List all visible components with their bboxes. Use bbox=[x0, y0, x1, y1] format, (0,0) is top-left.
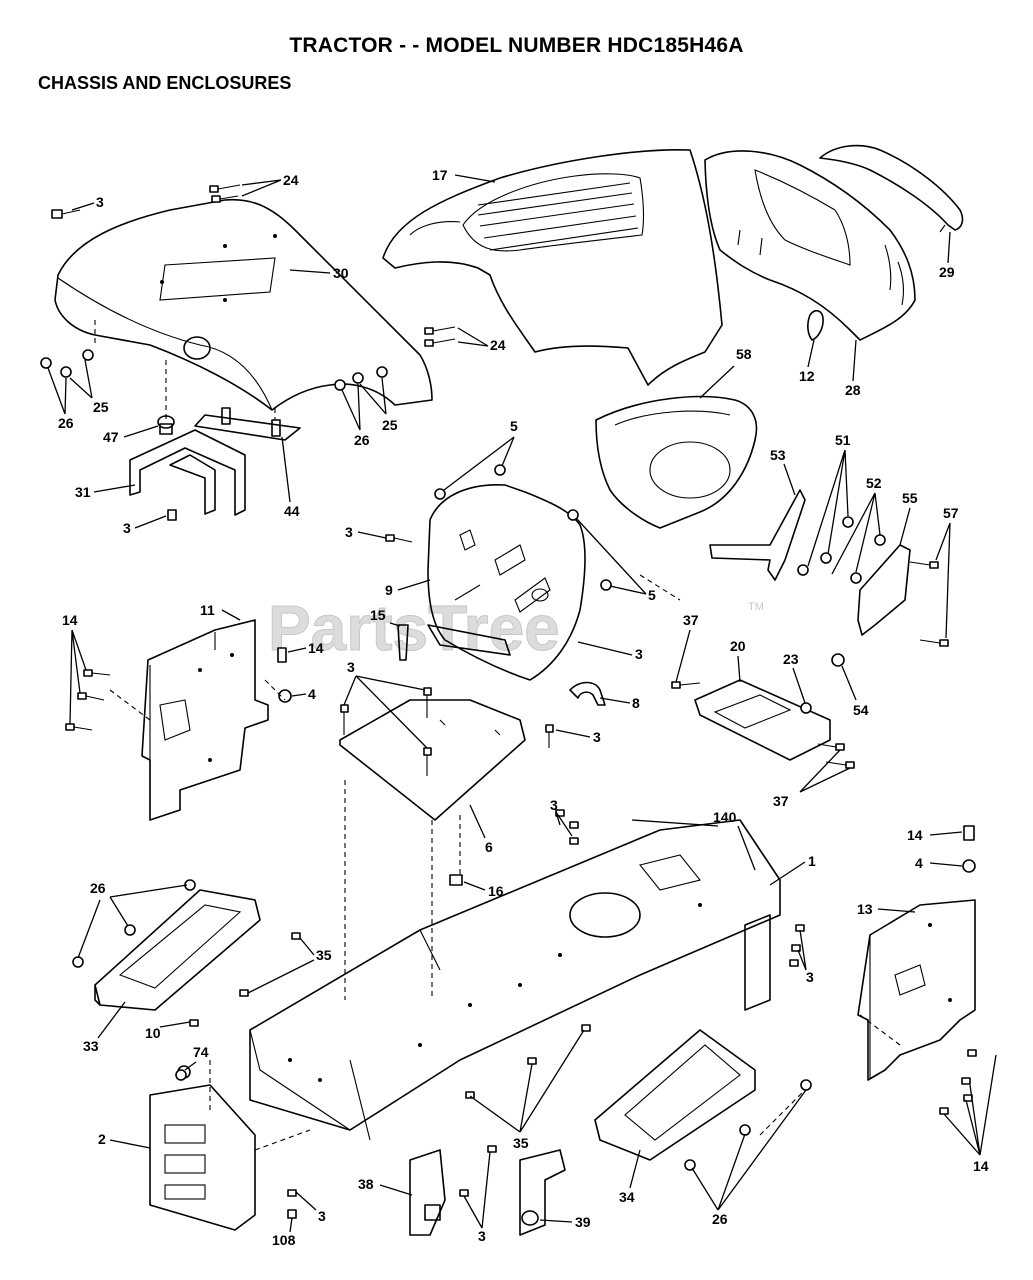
diagram-subtitle: CHASSIS AND ENCLOSURES bbox=[38, 73, 292, 93]
callout-33: 33 bbox=[83, 1038, 99, 1054]
callout-12: 12 bbox=[799, 368, 815, 384]
callout-52: 52 bbox=[866, 475, 882, 491]
callout-3c: 3 bbox=[345, 524, 353, 540]
callout-3g: 3 bbox=[550, 797, 558, 813]
callout-11: 11 bbox=[200, 602, 215, 618]
callout-35: 35 bbox=[316, 947, 332, 963]
callout-13: 13 bbox=[857, 901, 873, 917]
watermark-tm: TM bbox=[748, 601, 764, 613]
callout-53: 53 bbox=[770, 447, 786, 463]
callout-35b: 35 bbox=[513, 1135, 529, 1151]
fasteners bbox=[40, 184, 977, 1219]
callout-14c: 14 bbox=[907, 827, 923, 843]
part-29-trim bbox=[819, 144, 964, 233]
callout-47: 47 bbox=[103, 429, 119, 445]
callout-58: 58 bbox=[736, 346, 752, 362]
callout-44: 44 bbox=[284, 503, 300, 519]
callout-37: 37 bbox=[683, 612, 699, 628]
callout-26: 26 bbox=[58, 415, 74, 431]
callouts: 24 3 30 25 26 47 31 3 44 24 25 26 17 29 … bbox=[47, 167, 997, 1248]
diagram-title: TRACTOR - - MODEL NUMBER HDC185H46A bbox=[289, 34, 744, 57]
callout-26b: 26 bbox=[354, 432, 370, 448]
callout-39: 39 bbox=[575, 1214, 591, 1230]
part-8-clip bbox=[569, 681, 606, 706]
part-15-bolt bbox=[397, 624, 409, 661]
callout-20: 20 bbox=[730, 638, 746, 654]
callout-74: 74 bbox=[193, 1044, 209, 1060]
callout-10: 10 bbox=[145, 1025, 161, 1041]
callout-38: 38 bbox=[358, 1176, 374, 1192]
callout-4: 4 bbox=[308, 686, 316, 702]
callout-3i: 3 bbox=[318, 1208, 326, 1224]
callout-31: 31 bbox=[75, 484, 91, 500]
callout-8: 8 bbox=[632, 695, 640, 711]
callout-4b: 4 bbox=[915, 855, 923, 871]
part-58-shield bbox=[595, 395, 758, 529]
callout-14: 14 bbox=[308, 640, 324, 656]
callout-3e: 3 bbox=[347, 659, 355, 675]
callout-16: 16 bbox=[488, 883, 504, 899]
part-11-side-panel bbox=[141, 619, 269, 821]
callout-23: 23 bbox=[783, 651, 799, 667]
callout-3: 3 bbox=[96, 194, 104, 210]
callout-3h: 3 bbox=[806, 969, 814, 985]
assembly-lines bbox=[94, 320, 901, 1151]
callout-3j: 3 bbox=[478, 1228, 486, 1244]
callout-2: 2 bbox=[98, 1131, 106, 1147]
callout-140: 140 bbox=[713, 809, 737, 825]
callout-14b: 14 bbox=[62, 612, 78, 628]
part-13-side-panel bbox=[857, 899, 976, 1081]
callout-9: 9 bbox=[385, 582, 393, 598]
callout-28: 28 bbox=[845, 382, 861, 398]
part-31-bracket bbox=[129, 407, 301, 516]
watermark: PartsTree bbox=[268, 592, 560, 664]
callout-3b: 3 bbox=[123, 520, 131, 536]
callout-57: 57 bbox=[943, 505, 959, 521]
callout-14d: 14 bbox=[973, 1158, 989, 1174]
part-28-grille bbox=[704, 150, 916, 341]
part-2-front-panel bbox=[149, 1084, 256, 1231]
part-34-footrest bbox=[594, 1029, 756, 1161]
callout-15: 15 bbox=[370, 607, 386, 623]
part-33-footrest bbox=[94, 889, 261, 1011]
callout-25b: 25 bbox=[382, 417, 398, 433]
callout-108: 108 bbox=[272, 1232, 296, 1248]
part-12-clip bbox=[807, 309, 824, 341]
callout-25: 25 bbox=[93, 399, 109, 415]
callout-54: 54 bbox=[853, 702, 869, 718]
callout-26d: 26 bbox=[712, 1211, 728, 1227]
callout-3d: 3 bbox=[635, 646, 643, 662]
part-39-bracket bbox=[519, 1149, 566, 1236]
callout-5: 5 bbox=[510, 418, 518, 434]
callout-34: 34 bbox=[619, 1189, 635, 1205]
callout-29: 29 bbox=[939, 264, 955, 280]
callout-24: 24 bbox=[283, 172, 299, 188]
part-9-dash-panel bbox=[427, 484, 586, 681]
part-38-bracket bbox=[409, 1149, 446, 1236]
part-55-bracket bbox=[857, 544, 911, 636]
callout-24b: 24 bbox=[490, 337, 506, 353]
callout-17: 17 bbox=[432, 167, 448, 183]
part-20-bracket bbox=[694, 679, 831, 761]
callout-37b: 37 bbox=[773, 793, 789, 809]
callout-51: 51 bbox=[835, 432, 851, 448]
callout-1: 1 bbox=[808, 853, 816, 869]
part-17-hood bbox=[382, 148, 723, 386]
part-30-fender bbox=[54, 198, 433, 411]
callout-6: 6 bbox=[485, 839, 493, 855]
part-1-frame bbox=[249, 819, 781, 1141]
callout-55: 55 bbox=[902, 490, 918, 506]
callout-30: 30 bbox=[333, 265, 349, 281]
callout-5b: 5 bbox=[648, 587, 656, 603]
callout-3f: 3 bbox=[593, 729, 601, 745]
part-6-plate bbox=[339, 699, 526, 821]
part-53-bracket bbox=[709, 489, 806, 581]
callout-26c: 26 bbox=[90, 880, 106, 896]
